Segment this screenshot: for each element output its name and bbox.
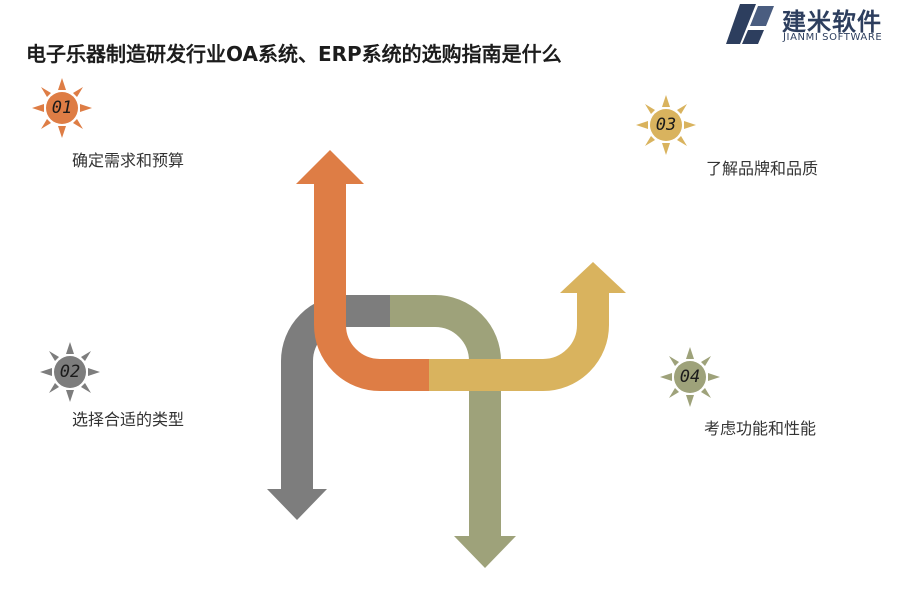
brand-logo: 建米软件 JIANMI SOFTWARE bbox=[726, 2, 900, 46]
step-number: 03 bbox=[655, 115, 677, 135]
logo-mark-icon bbox=[726, 4, 774, 44]
sun-badge-icon bbox=[660, 347, 720, 407]
step-number: 02 bbox=[59, 362, 81, 382]
logo-name: 建米软件 bbox=[782, 8, 882, 36]
orange-arrow-head bbox=[296, 150, 364, 184]
sun-badge-icon bbox=[40, 342, 100, 402]
gray-arrow-head bbox=[267, 489, 327, 520]
orange-arrow-body bbox=[314, 178, 430, 391]
step-label-01: 确定需求和预算 bbox=[72, 151, 185, 170]
gold-arrow-body bbox=[429, 290, 609, 391]
step-number: 04 bbox=[679, 367, 701, 387]
sun-badge-icon bbox=[636, 95, 696, 155]
step-number: 01 bbox=[51, 98, 73, 118]
step-label-03: 了解品牌和品质 bbox=[706, 159, 819, 178]
olive-arrow-body bbox=[390, 295, 501, 540]
step-badge-03: 03 bbox=[634, 93, 698, 157]
step-badge-02: 02 bbox=[38, 340, 102, 404]
logo-subtitle: JIANMI SOFTWARE bbox=[783, 32, 883, 43]
step-label-02: 选择合适的类型 bbox=[72, 410, 185, 429]
step-label-04: 考虑功能和性能 bbox=[704, 419, 817, 438]
step-badge-01: 01 bbox=[30, 76, 94, 140]
gold-arrow-head bbox=[560, 262, 626, 293]
sun-badge-icon bbox=[32, 78, 92, 138]
olive-arrow-head bbox=[454, 536, 516, 568]
step-badge-04: 04 bbox=[658, 345, 722, 409]
page-title: 电子乐器制造研发行业OA系统、ERP系统的选购指南是什么 bbox=[26, 42, 562, 66]
